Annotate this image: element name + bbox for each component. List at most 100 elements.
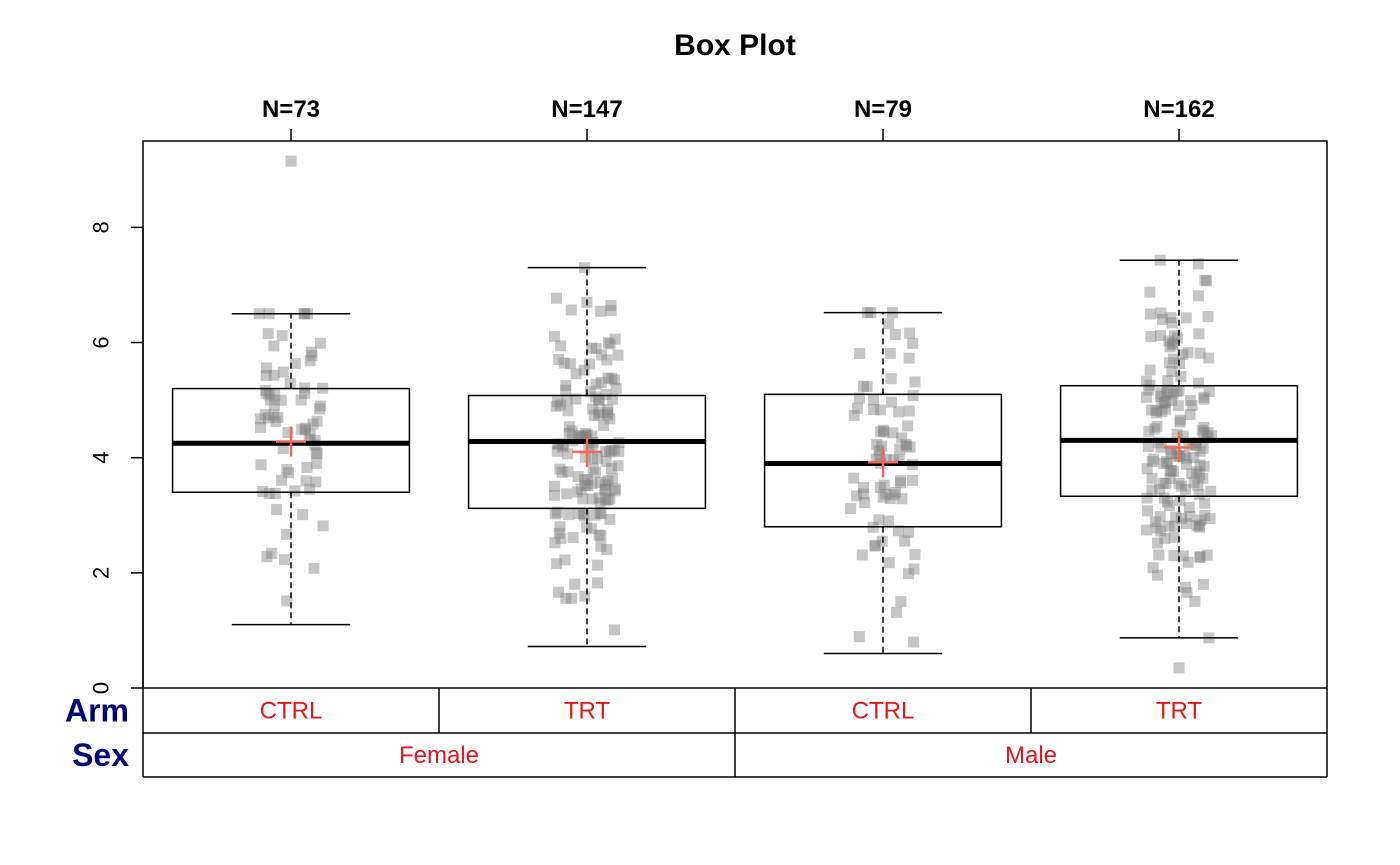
data-point [1164, 472, 1176, 484]
data-point [265, 394, 277, 406]
data-point [261, 362, 273, 374]
data-point [1199, 510, 1211, 522]
data-point [604, 413, 616, 425]
data-point [570, 368, 582, 380]
data-point [589, 509, 601, 521]
data-point [1154, 483, 1166, 495]
data-point [1193, 377, 1205, 389]
data-point [1167, 388, 1179, 400]
outlier-point [1173, 662, 1185, 674]
data-point [275, 394, 287, 406]
data-point [269, 389, 281, 401]
data-point [582, 480, 594, 492]
data-point [310, 447, 322, 459]
data-point [277, 443, 289, 455]
data-point [551, 445, 563, 457]
data-point [556, 466, 568, 478]
data-point [900, 438, 912, 450]
data-point [907, 390, 919, 402]
data-point [1167, 337, 1179, 349]
data-point [874, 481, 886, 493]
data-point [555, 340, 567, 352]
mean-marker [1164, 432, 1194, 463]
data-point [602, 403, 614, 415]
data-point [561, 488, 573, 500]
data-point [560, 592, 572, 604]
data-point [1173, 385, 1185, 397]
data-point [1197, 578, 1209, 590]
data-point [873, 514, 885, 526]
data-point [551, 292, 563, 304]
data-point [1163, 500, 1175, 512]
data-point [1182, 347, 1194, 359]
data-point [606, 372, 618, 384]
data-point [608, 444, 620, 456]
data-point [553, 586, 565, 598]
data-point [1146, 455, 1158, 467]
data-point [1146, 472, 1158, 484]
data-point [888, 454, 900, 466]
mean-marker [276, 426, 306, 457]
data-point [1180, 452, 1192, 464]
data-point [1170, 511, 1182, 523]
data-point [558, 357, 570, 369]
data-point [1201, 549, 1213, 561]
data-point [892, 525, 904, 537]
data-point [1168, 531, 1180, 543]
data-point [1172, 400, 1184, 412]
data-point [552, 506, 564, 518]
data-point [581, 521, 593, 533]
data-point [554, 521, 566, 533]
data-point [549, 330, 561, 342]
data-point [1174, 416, 1186, 428]
data-point [894, 475, 906, 487]
data-point [1160, 477, 1172, 489]
data-point [587, 403, 599, 415]
data-point [1171, 385, 1183, 397]
data-point [304, 428, 316, 440]
data-point [1151, 537, 1163, 549]
chart-title: Box Plot [674, 29, 796, 62]
y-tick-label: 8 [89, 221, 114, 233]
data-point [599, 484, 611, 496]
data-point [1149, 516, 1161, 528]
data-point [1199, 497, 1211, 509]
data-point [854, 348, 866, 360]
data-point [311, 448, 323, 460]
data-point [613, 446, 625, 458]
data-point [1160, 396, 1172, 408]
data-point [871, 439, 883, 451]
data-point [1165, 465, 1177, 477]
n-label: N=147 [551, 96, 622, 123]
data-point [549, 537, 561, 549]
data-point [612, 349, 624, 361]
data-point [1155, 441, 1167, 453]
data-point [593, 409, 605, 421]
data-point [875, 426, 887, 438]
data-point [857, 481, 869, 493]
data-point [549, 508, 561, 520]
data-point [609, 485, 621, 497]
data-point [254, 413, 266, 425]
data-point [1202, 427, 1214, 439]
data-point [300, 475, 312, 487]
data-point [601, 354, 613, 366]
data-point [1198, 426, 1210, 438]
data-point [1156, 397, 1168, 409]
data-point [868, 394, 880, 406]
data-point [271, 504, 283, 516]
data-point [1142, 505, 1154, 517]
data-point [600, 455, 612, 467]
data-point [1201, 432, 1213, 444]
data-point [883, 515, 895, 527]
data-point [281, 463, 293, 475]
mean-marker [572, 436, 602, 467]
data-point [877, 424, 889, 436]
data-point [555, 532, 567, 544]
data-point [594, 507, 606, 519]
data-point [569, 578, 581, 590]
row-header-arm: Arm [65, 693, 129, 729]
data-point [561, 394, 573, 406]
data-point [575, 431, 587, 443]
